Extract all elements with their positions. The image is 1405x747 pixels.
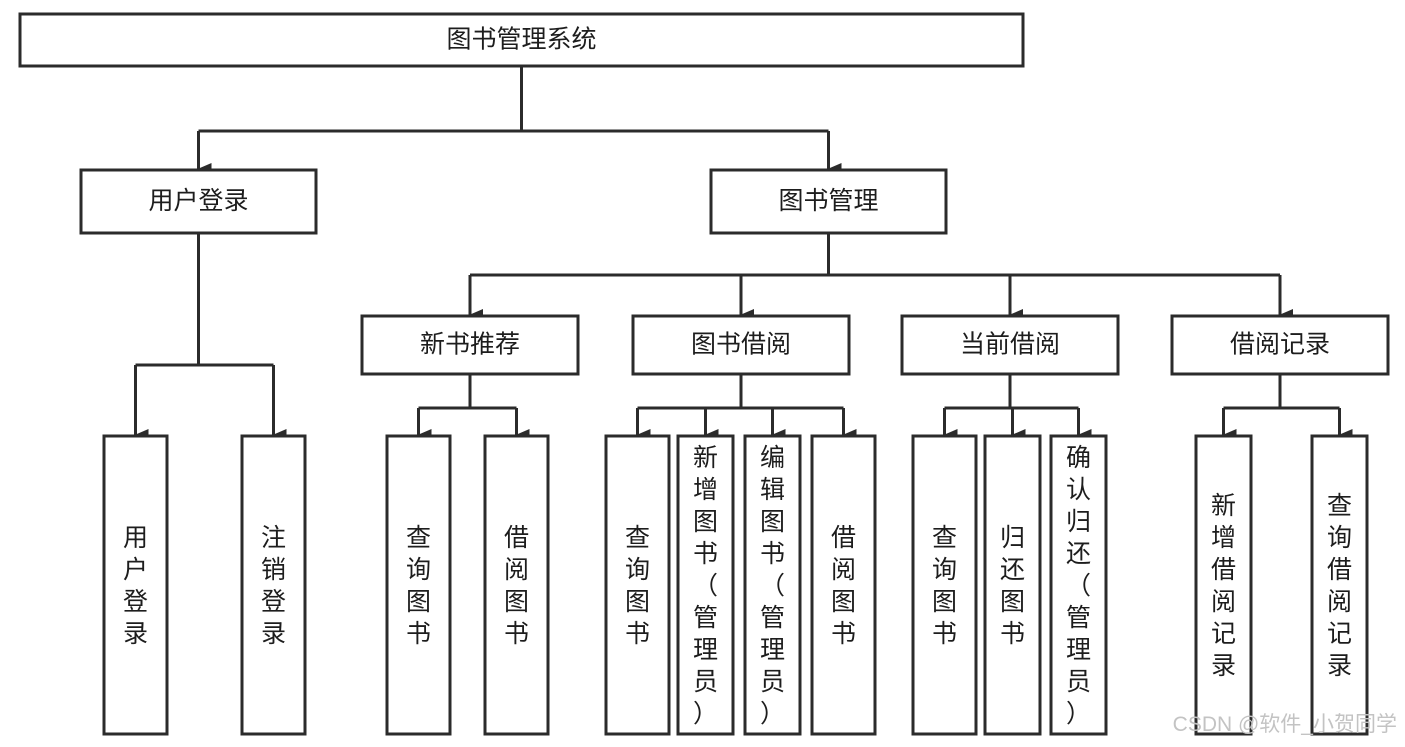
node-label-book-borrow: 图书借阅 bbox=[691, 331, 791, 359]
node-label-leaf-query-book-2: 查询图书 bbox=[625, 524, 650, 648]
node-box-leaf-borrow-book-2 bbox=[810, 434, 877, 736]
node-leaf-query-book-3[interactable]: 查询图书 bbox=[911, 434, 978, 736]
node-new-book-rec[interactable]: 新书推荐 bbox=[360, 314, 580, 376]
node-box-root bbox=[18, 12, 1025, 68]
node-box-book-borrow bbox=[631, 314, 851, 376]
node-box-book-manage bbox=[709, 168, 948, 235]
node-label-leaf-query-record: 查询借阅记录 bbox=[1327, 492, 1352, 680]
node-leaf-user-login[interactable]: 用户登录 bbox=[102, 434, 169, 736]
node-box-leaf-edit-book bbox=[743, 434, 802, 736]
node-label-root: 图书管理系统 bbox=[446, 26, 596, 54]
node-boxes: 图书管理系统用户登录图书管理新书推荐图书借阅当前借阅借阅记录用户登录注销登录查询… bbox=[18, 12, 1390, 736]
node-label-leaf-user-login: 用户登录 bbox=[123, 524, 148, 648]
connectors-user-login bbox=[134, 233, 287, 441]
node-leaf-return-book[interactable]: 归还图书 bbox=[983, 434, 1042, 736]
node-label-book-manage: 图书管理 bbox=[778, 187, 878, 215]
csdn-watermark: CSDN @软件_小贺同学 bbox=[1173, 713, 1397, 736]
node-leaf-confirm-return[interactable]: 确认归还（管理员） bbox=[1049, 434, 1108, 736]
node-label-leaf-borrow-book-1: 借阅图书 bbox=[504, 524, 529, 648]
node-label-current-borrow: 当前借阅 bbox=[960, 331, 1060, 359]
node-leaf-borrow-book-2[interactable]: 借阅图书 bbox=[810, 434, 877, 736]
node-label-leaf-edit-book: 编辑图书（管理员） bbox=[760, 444, 785, 728]
node-box-leaf-user-login bbox=[102, 434, 169, 736]
node-leaf-logout[interactable]: 注销登录 bbox=[240, 434, 307, 736]
node-leaf-query-record[interactable]: 查询借阅记录 bbox=[1310, 434, 1369, 736]
node-label-leaf-add-book: 新增图书（管理员） bbox=[693, 444, 718, 728]
node-box-leaf-add-record bbox=[1194, 434, 1253, 736]
node-label-borrow-record: 借阅记录 bbox=[1230, 331, 1330, 359]
node-box-leaf-return-book bbox=[983, 434, 1042, 736]
node-label-leaf-return-book: 归还图书 bbox=[1000, 524, 1025, 648]
connectors-book-borrow bbox=[636, 374, 857, 441]
node-box-borrow-record bbox=[1170, 314, 1390, 376]
node-book-manage[interactable]: 图书管理 bbox=[709, 168, 948, 235]
node-label-leaf-query-book-3: 查询图书 bbox=[932, 524, 957, 648]
node-label-leaf-logout: 注销登录 bbox=[261, 524, 286, 648]
node-book-borrow[interactable]: 图书借阅 bbox=[631, 314, 851, 376]
node-leaf-edit-book[interactable]: 编辑图书（管理员） bbox=[743, 434, 802, 736]
node-label-leaf-add-record: 新增借阅记录 bbox=[1211, 492, 1236, 680]
node-label-leaf-borrow-book-2: 借阅图书 bbox=[831, 524, 856, 648]
connector-lines bbox=[134, 66, 1353, 441]
node-label-leaf-query-book-1: 查询图书 bbox=[406, 524, 431, 648]
node-leaf-borrow-book-1[interactable]: 借阅图书 bbox=[483, 434, 550, 736]
node-box-leaf-logout bbox=[240, 434, 307, 736]
node-borrow-record[interactable]: 借阅记录 bbox=[1170, 314, 1390, 376]
node-box-leaf-query-book-2 bbox=[604, 434, 671, 736]
node-box-leaf-query-record bbox=[1310, 434, 1369, 736]
node-box-leaf-query-book-3 bbox=[911, 434, 978, 736]
connectors-book-manage bbox=[468, 233, 1293, 321]
node-box-new-book-rec bbox=[360, 314, 580, 376]
node-box-leaf-add-book bbox=[676, 434, 735, 736]
node-leaf-query-book-1[interactable]: 查询图书 bbox=[385, 434, 452, 736]
node-leaf-add-record[interactable]: 新增借阅记录 bbox=[1194, 434, 1253, 736]
connectors-current-borrow bbox=[943, 374, 1092, 441]
node-label-new-book-rec: 新书推荐 bbox=[420, 331, 520, 359]
node-leaf-add-book[interactable]: 新增图书（管理员） bbox=[676, 434, 735, 736]
connectors-root bbox=[197, 66, 842, 175]
node-current-borrow[interactable]: 当前借阅 bbox=[900, 314, 1120, 376]
node-leaf-query-book-2[interactable]: 查询图书 bbox=[604, 434, 671, 736]
node-box-leaf-confirm-return bbox=[1049, 434, 1108, 736]
node-box-leaf-query-book-1 bbox=[385, 434, 452, 736]
node-user-login[interactable]: 用户登录 bbox=[79, 168, 318, 235]
node-box-user-login bbox=[79, 168, 318, 235]
connectors-borrow-record bbox=[1222, 374, 1353, 441]
node-label-leaf-confirm-return: 确认归还（管理员） bbox=[1066, 444, 1091, 728]
node-box-current-borrow bbox=[900, 314, 1120, 376]
node-label-user-login: 用户登录 bbox=[148, 187, 248, 215]
node-box-leaf-borrow-book-1 bbox=[483, 434, 550, 736]
node-root[interactable]: 图书管理系统 bbox=[18, 12, 1025, 68]
connectors-new-book-rec bbox=[417, 374, 530, 441]
